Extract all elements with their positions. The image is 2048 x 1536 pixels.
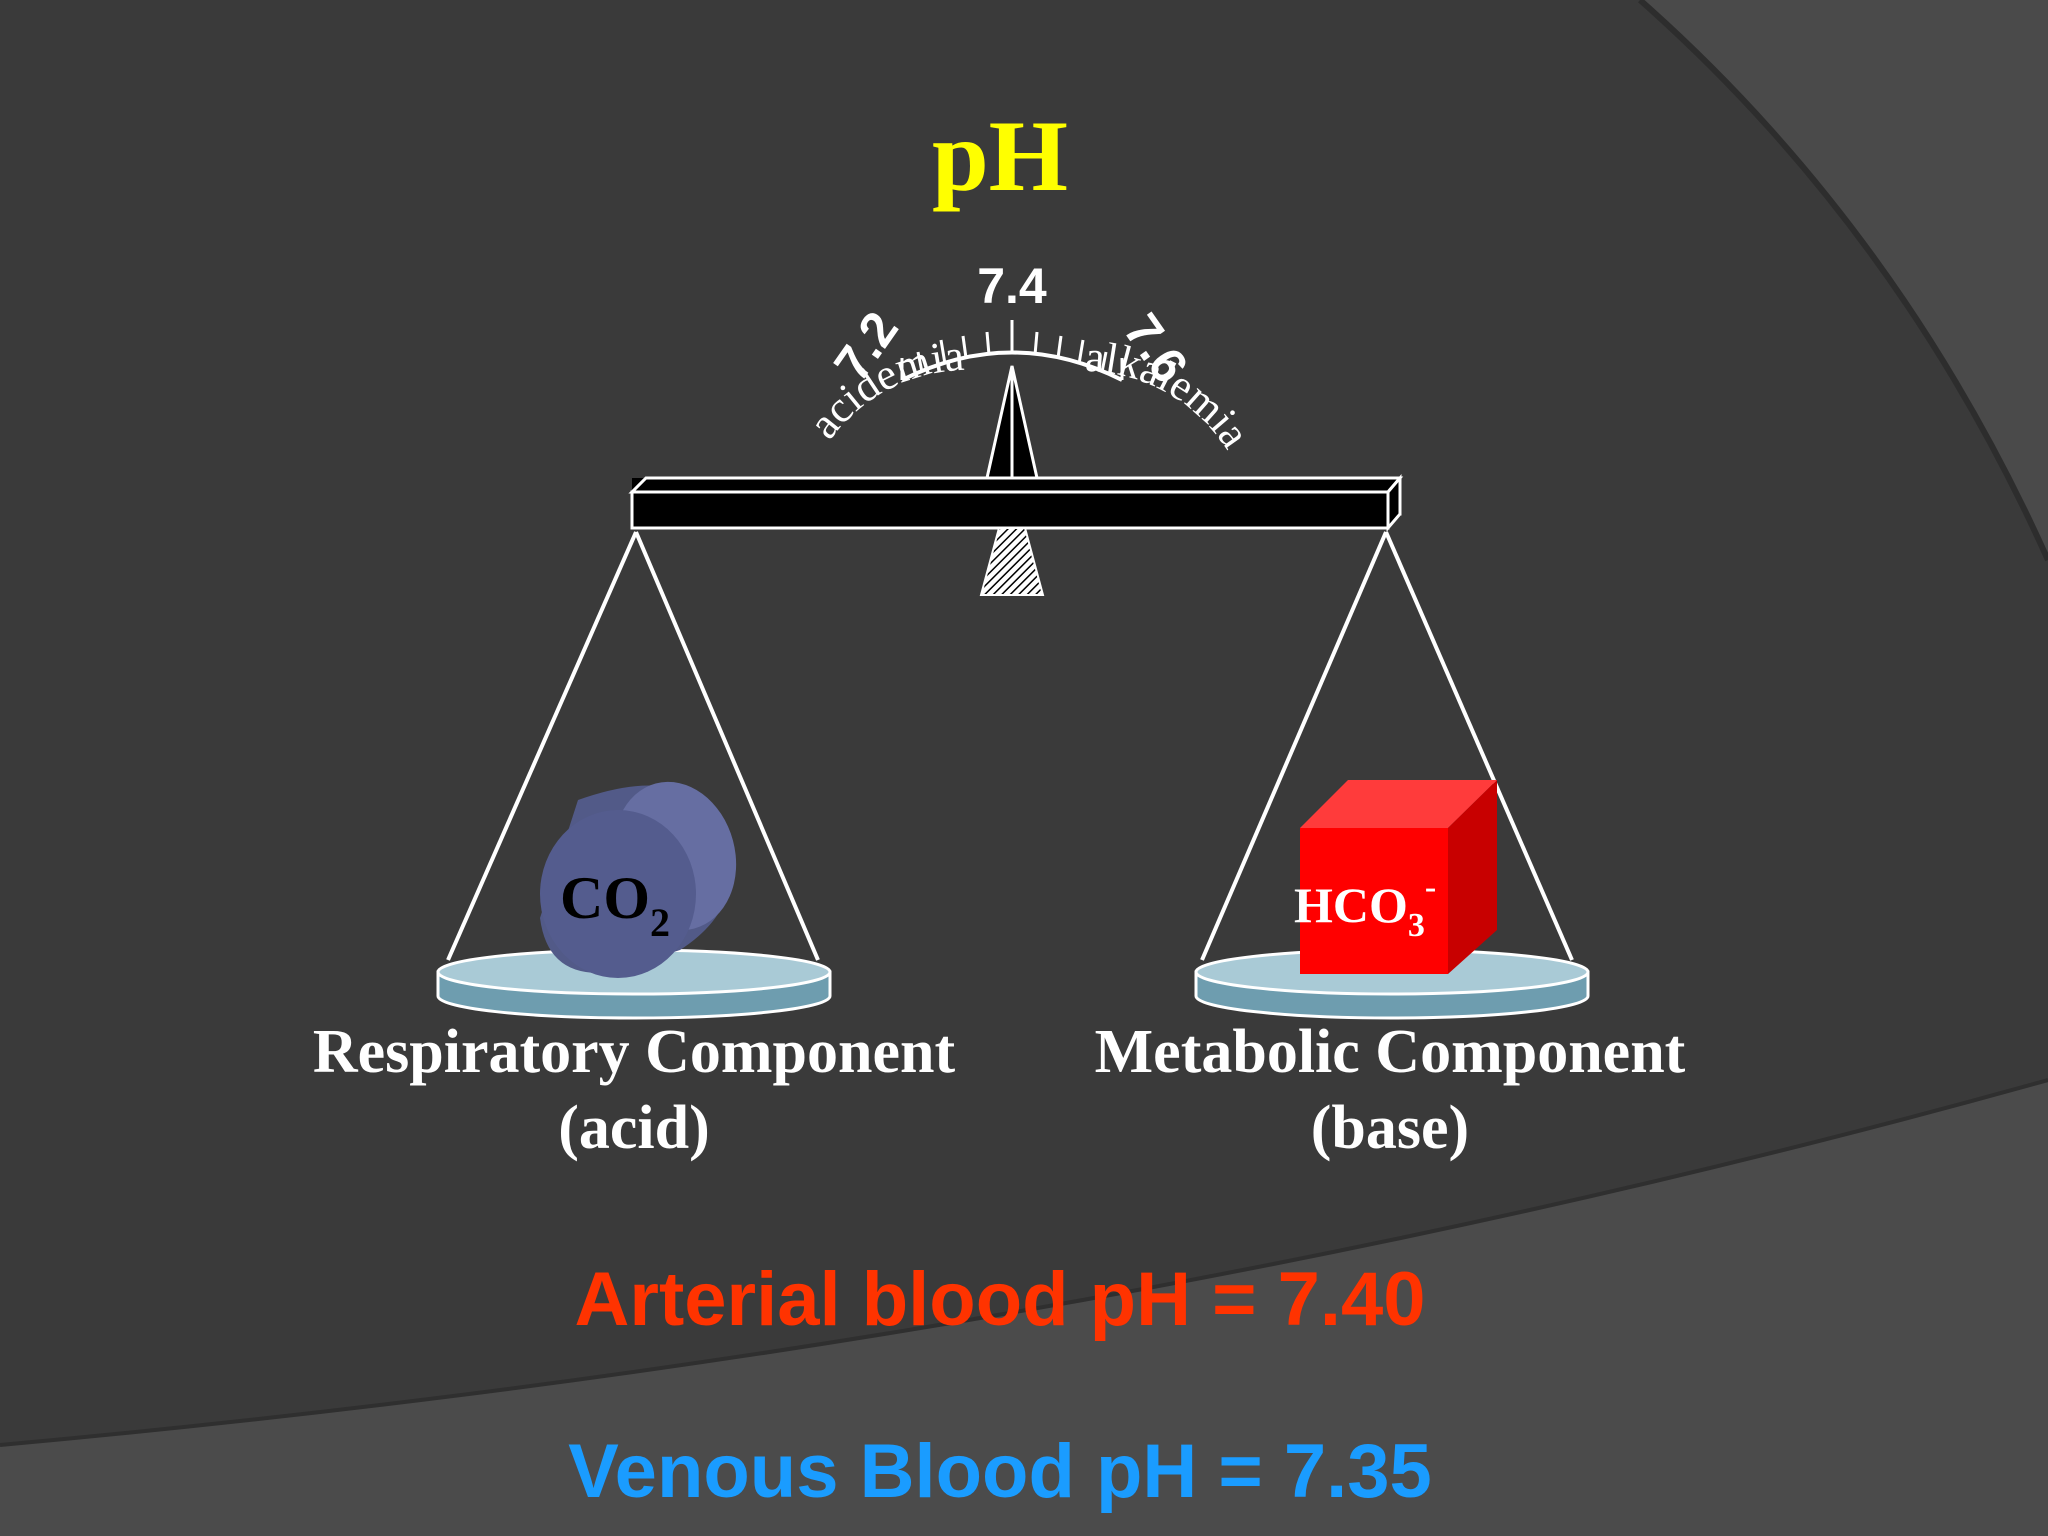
slide-title: pH <box>932 100 1068 213</box>
scale-fulcrum <box>979 527 1045 596</box>
co2-label: CO2 <box>560 865 670 945</box>
arterial-ph-statement: Arterial blood pH = 7.40 <box>575 1257 1426 1342</box>
venous-ph-statement: Venous Blood pH = 7.35 <box>568 1429 1432 1514</box>
scale-beam <box>628 473 1404 533</box>
metabolic-component-type: (base) <box>1311 1094 1469 1162</box>
gauge-ticks <box>900 320 1124 380</box>
gauge-tick-label-mid: 7.4 <box>977 258 1047 314</box>
respiratory-component-type: (acid) <box>558 1094 710 1162</box>
hco3-cube: HCO3- <box>1294 780 1497 974</box>
co2-cylinder: CO2 <box>540 781 737 978</box>
respiratory-component-label: Respiratory Component <box>313 1018 956 1086</box>
metabolic-component-label: Metabolic Component <box>1095 1018 1686 1086</box>
scale-strings <box>446 531 1574 961</box>
hco3-label: HCO3- <box>1294 869 1436 944</box>
ph-gauge: 7.2 7.4 7.6 acidemia alkalemia <box>799 258 1260 480</box>
